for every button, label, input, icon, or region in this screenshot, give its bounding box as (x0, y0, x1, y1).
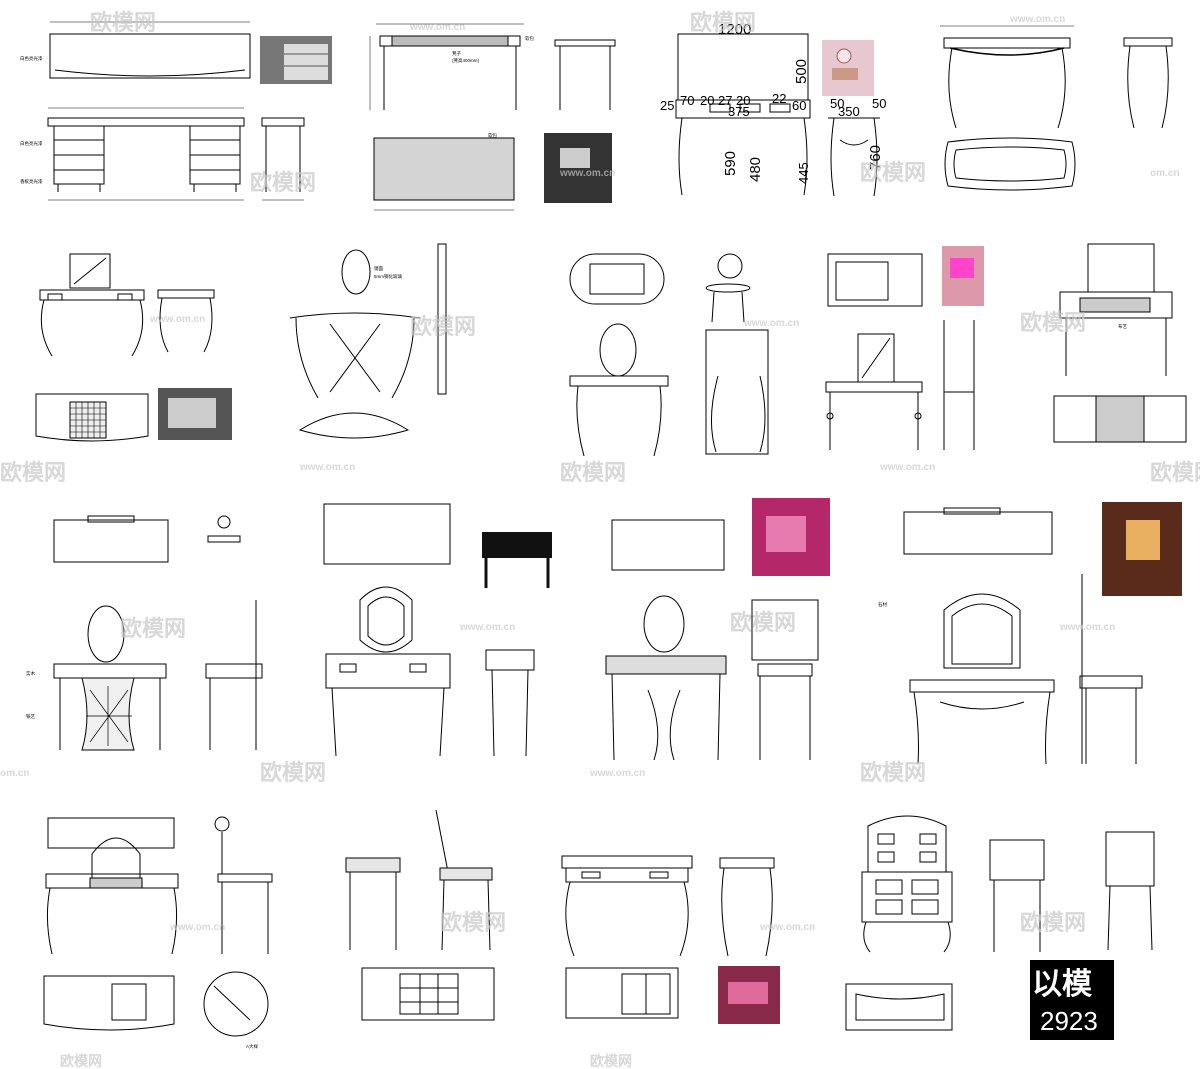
vanity-scalloped-mirror-drawing (323, 503, 552, 757)
watermark-brand: 欧模网 (1020, 910, 1086, 935)
watermark-brand: 欧模网 (250, 170, 316, 195)
label-stone: 石材 (878, 601, 887, 608)
vanity-arched-mirror-drawing: 石材 (878, 502, 1182, 765)
label-glass: 5mm钢化玻璃 (374, 273, 402, 280)
label-stool: 凳子 (452, 50, 461, 57)
label-iron: 铁艺 (26, 713, 35, 720)
watermark-brand: 欧模网 (410, 314, 476, 339)
watermark-brand: 欧模网 (690, 10, 756, 35)
watermark-brand: 欧模网 (730, 610, 796, 635)
dim-a-3: 27 (718, 93, 732, 108)
label-gold-paint: 香槟亮光漆 (20, 178, 43, 185)
dim-a-7: 50 (830, 96, 844, 111)
watermark-url: www.om.cn (879, 462, 935, 473)
watermark-brand: 欧模网 (860, 160, 926, 185)
vanity-turned-legs-drawing (825, 246, 984, 450)
vanity-hinged-mirror-drawing: A大样 (43, 816, 273, 1050)
label-detail-a: A大样 (246, 1043, 259, 1050)
watermark-url: www.om.cn (759, 922, 815, 933)
watermark-brand: 欧模网 (1020, 310, 1086, 335)
dim-height-apron: 480 (747, 157, 764, 182)
label-white-paint-a: 白色亮光漆 (20, 55, 43, 62)
watermark-short: om.cn (0, 768, 29, 779)
dim-side-height: 760 (867, 145, 884, 170)
label-white-paint-b: 白色亮光漆 (20, 140, 43, 147)
label-note-400: (凳高400mm) (452, 57, 480, 64)
label-cushion: 软包 (525, 35, 534, 42)
dim-height-total: 590 (722, 151, 739, 176)
label-wood: 实木 (26, 670, 35, 677)
dim-b-0: 375 (728, 104, 750, 119)
secretary-cabinet-drawing (845, 815, 1155, 1040)
watermark-brand: 欧模网 (0, 460, 66, 485)
dim-a-6: 60 (792, 98, 806, 113)
watermark-brand: 欧模网 (1150, 460, 1200, 485)
watermark-url: www.om.cn (299, 462, 355, 473)
id-fragment: 2923 (1040, 1006, 1098, 1036)
watermark-brand: 欧模网 (260, 760, 326, 785)
dim-height-leg: 445 (796, 162, 811, 184)
watermark-brand: 欧模网 (440, 910, 506, 935)
stool-chair-drawing (345, 809, 495, 1021)
dim-a-2: 20 (700, 93, 714, 108)
desk-drawers-drawing: 白色亮光漆 白色亮光漆 香槟亮光漆 (20, 21, 332, 201)
watermark-brand: 欧模网 (120, 616, 186, 641)
watermark-url: www.om.cn (559, 168, 615, 179)
watermark-url: www.om.cn (459, 622, 515, 633)
watermark-short: om.cn (1150, 168, 1179, 179)
watermark-url: www.om.cn (1009, 14, 1065, 25)
watermark-brand: 欧模网 (90, 10, 156, 35)
dim-width-top: 1200 (718, 21, 751, 38)
logo-fragment: 以模 (1032, 968, 1092, 1001)
vanity-lattice-apron-drawing (605, 498, 830, 761)
watermark-url: www.om.cn (743, 318, 799, 329)
dim-a-0: 25 (660, 98, 674, 113)
vanity-x-legs-drawing: 镜面 5mm钢化玻璃 (289, 243, 447, 439)
carved-console-drawing (940, 25, 1173, 191)
vanity-flip-top-drawing: 布艺 (1053, 243, 1187, 443)
watermark-layer: 欧模网 欧模网 www.om.cn www.om.cn 欧模网 欧模网 www.… (0, 10, 1200, 1069)
dim-a-5: 22 (772, 91, 786, 106)
dim-height-top: 500 (793, 59, 810, 84)
watermark-brand: 欧模网 (560, 460, 626, 485)
watermark-url: www.om.cn (169, 922, 225, 933)
dressing-desk-dimension-text: 1200 500 25 70 20 27 20 22 60 50 50 375 … (660, 21, 886, 184)
writing-desk-drawing (561, 855, 780, 1024)
watermark-brand: 欧模网 (860, 760, 926, 785)
label-fabric: 布艺 (1118, 323, 1127, 330)
vanity-cabriole-drawing (35, 253, 232, 442)
watermark-url: www.om.cn (409, 22, 465, 33)
watermark-url: www.om.cn (589, 768, 645, 779)
label-mirror: 镜面 (374, 265, 383, 272)
vanity-star-apron-drawing: 实木 铁艺 (26, 515, 263, 751)
console-table-drawing: 凳子 (凳高400mm) 软包 软包 (369, 23, 616, 211)
watermark-brand: 欧模网 (590, 1053, 632, 1069)
watermark-brand: 欧模网 (60, 1053, 102, 1069)
dim-b-1: 350 (838, 104, 860, 119)
watermark-url: www.om.cn (149, 314, 205, 325)
watermark-url: www.om.cn (1059, 622, 1115, 633)
label-cushion-plan: 软包 (488, 132, 497, 139)
dim-a-8: 50 (872, 96, 886, 111)
vanity-oval-mirror-drawing (569, 253, 769, 457)
dressing-desk-dimensioned (675, 33, 880, 197)
dim-a-1: 70 (680, 93, 694, 108)
dim-a-4: 20 (736, 93, 750, 108)
